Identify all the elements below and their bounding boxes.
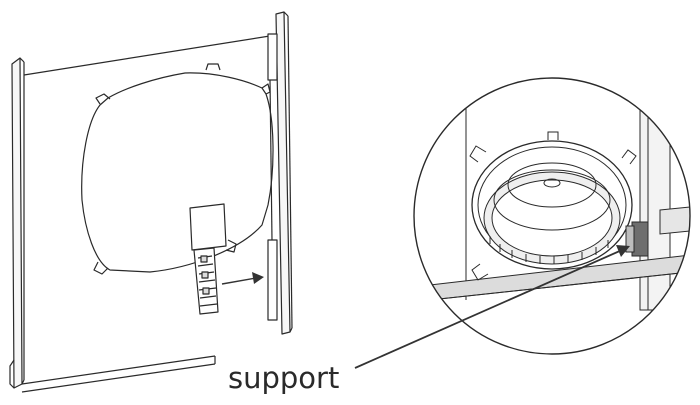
magnified-detail [413, 77, 691, 355]
left-rail [9, 57, 25, 389]
terminal-strip [193, 247, 219, 315]
callout-arrow-icon [616, 245, 630, 257]
callout: support [228, 245, 630, 395]
exploded-mounting-drawing [9, 11, 293, 393]
mounting-plate [21, 34, 277, 393]
support-bracket [625, 221, 649, 257]
fixture-tabs [93, 63, 271, 275]
fixture-outline [81, 72, 274, 273]
junction-plate [189, 203, 227, 251]
support-label: support [228, 361, 339, 395]
insertion-arrow [221, 272, 264, 285]
right-rail [267, 11, 293, 335]
magnifier-circle [413, 77, 691, 355]
